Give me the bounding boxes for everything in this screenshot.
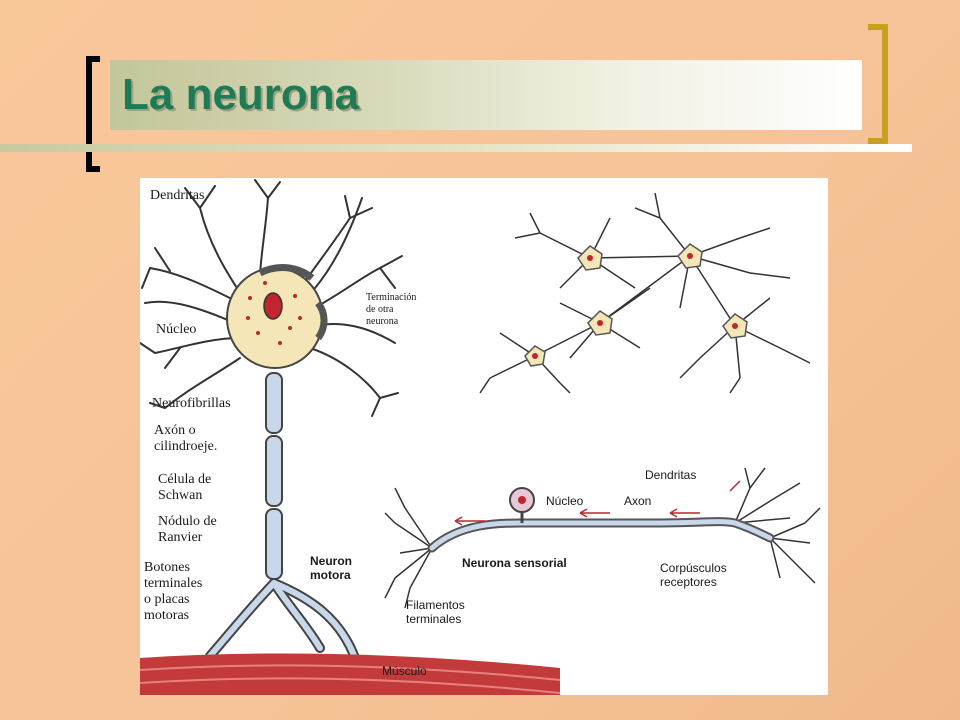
label-neurofibrillas: Neurofibrillas xyxy=(152,396,231,411)
neuron-network-illustration xyxy=(479,192,811,394)
neuron-illustration xyxy=(140,179,821,695)
label-filamentos: Filamentos terminales xyxy=(406,598,465,626)
signal-arrows xyxy=(454,480,741,526)
label-neurona-motora: Neuron motora xyxy=(310,554,352,582)
title-band xyxy=(110,60,862,130)
label-dendritas: Dendritas xyxy=(150,188,205,203)
motor-neuron-nucleus xyxy=(263,292,283,320)
neuron-diagram: Dendritas Terminación de otra neurona Nú… xyxy=(140,178,828,695)
left-bracket-decoration xyxy=(86,56,100,172)
label-sensory-axon: Axon xyxy=(624,494,652,508)
label-sensory-nucleo: Núcleo xyxy=(546,494,584,508)
motor-neuron-illustration xyxy=(140,179,403,417)
label-nucleo: Núcleo xyxy=(156,322,197,337)
label-corpusculos: Corpúsculos receptores xyxy=(660,561,727,589)
soma-granules xyxy=(246,281,302,345)
label-terminacion: Terminación de otra neurona xyxy=(366,292,417,327)
network-cell-bodies xyxy=(524,243,748,367)
label-schwan: Célula de Schwan xyxy=(158,472,212,503)
right-bracket-decoration xyxy=(868,24,888,144)
label-botones: Botones terminales o placas motoras xyxy=(144,560,203,623)
motor-axon xyxy=(265,372,283,580)
slide-title: La neurona xyxy=(122,70,360,119)
label-neurona-sensorial: Neurona sensorial xyxy=(462,556,567,570)
label-musculo: Músculo xyxy=(382,664,427,678)
title-underline xyxy=(0,144,912,152)
sensory-axon xyxy=(429,519,773,551)
label-sensory-dendritas: Dendritas xyxy=(645,468,697,482)
label-axon: Axón o cilindroeje. xyxy=(154,423,218,454)
synapse-terminal xyxy=(258,264,315,281)
sensory-neuron-illustration xyxy=(384,467,821,609)
label-ranvier: Nódulo de Ranvier xyxy=(158,514,217,545)
